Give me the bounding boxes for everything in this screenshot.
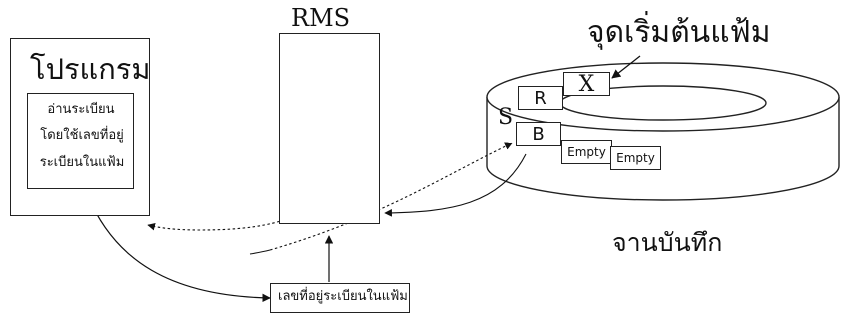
read-record-line-1: อ่านระเบียน bbox=[36, 103, 126, 116]
file-start-label: จุดเริ่มต้นแฟ้ม bbox=[587, 18, 771, 48]
record-empty-1: Empty bbox=[561, 140, 612, 164]
read-record-line-2: โดยใช้เลขที่อยู่ bbox=[34, 129, 130, 142]
record-b: B bbox=[516, 122, 561, 146]
read-record-line-3: ระเบียนในแฟ้ม bbox=[34, 156, 130, 169]
rms-title: RMS bbox=[291, 6, 350, 30]
program-title: โปรแกรม bbox=[30, 55, 151, 84]
record-s: S bbox=[498, 107, 513, 129]
rms-box bbox=[279, 33, 380, 224]
record-empty-2: Empty bbox=[610, 146, 661, 170]
record-address-label: เลขที่อยู่ระเบียนในแฟ้ม bbox=[278, 290, 408, 303]
record-x: X bbox=[563, 72, 610, 96]
disk-caption: จานบันทึก bbox=[612, 230, 722, 255]
record-r: R bbox=[518, 86, 563, 110]
